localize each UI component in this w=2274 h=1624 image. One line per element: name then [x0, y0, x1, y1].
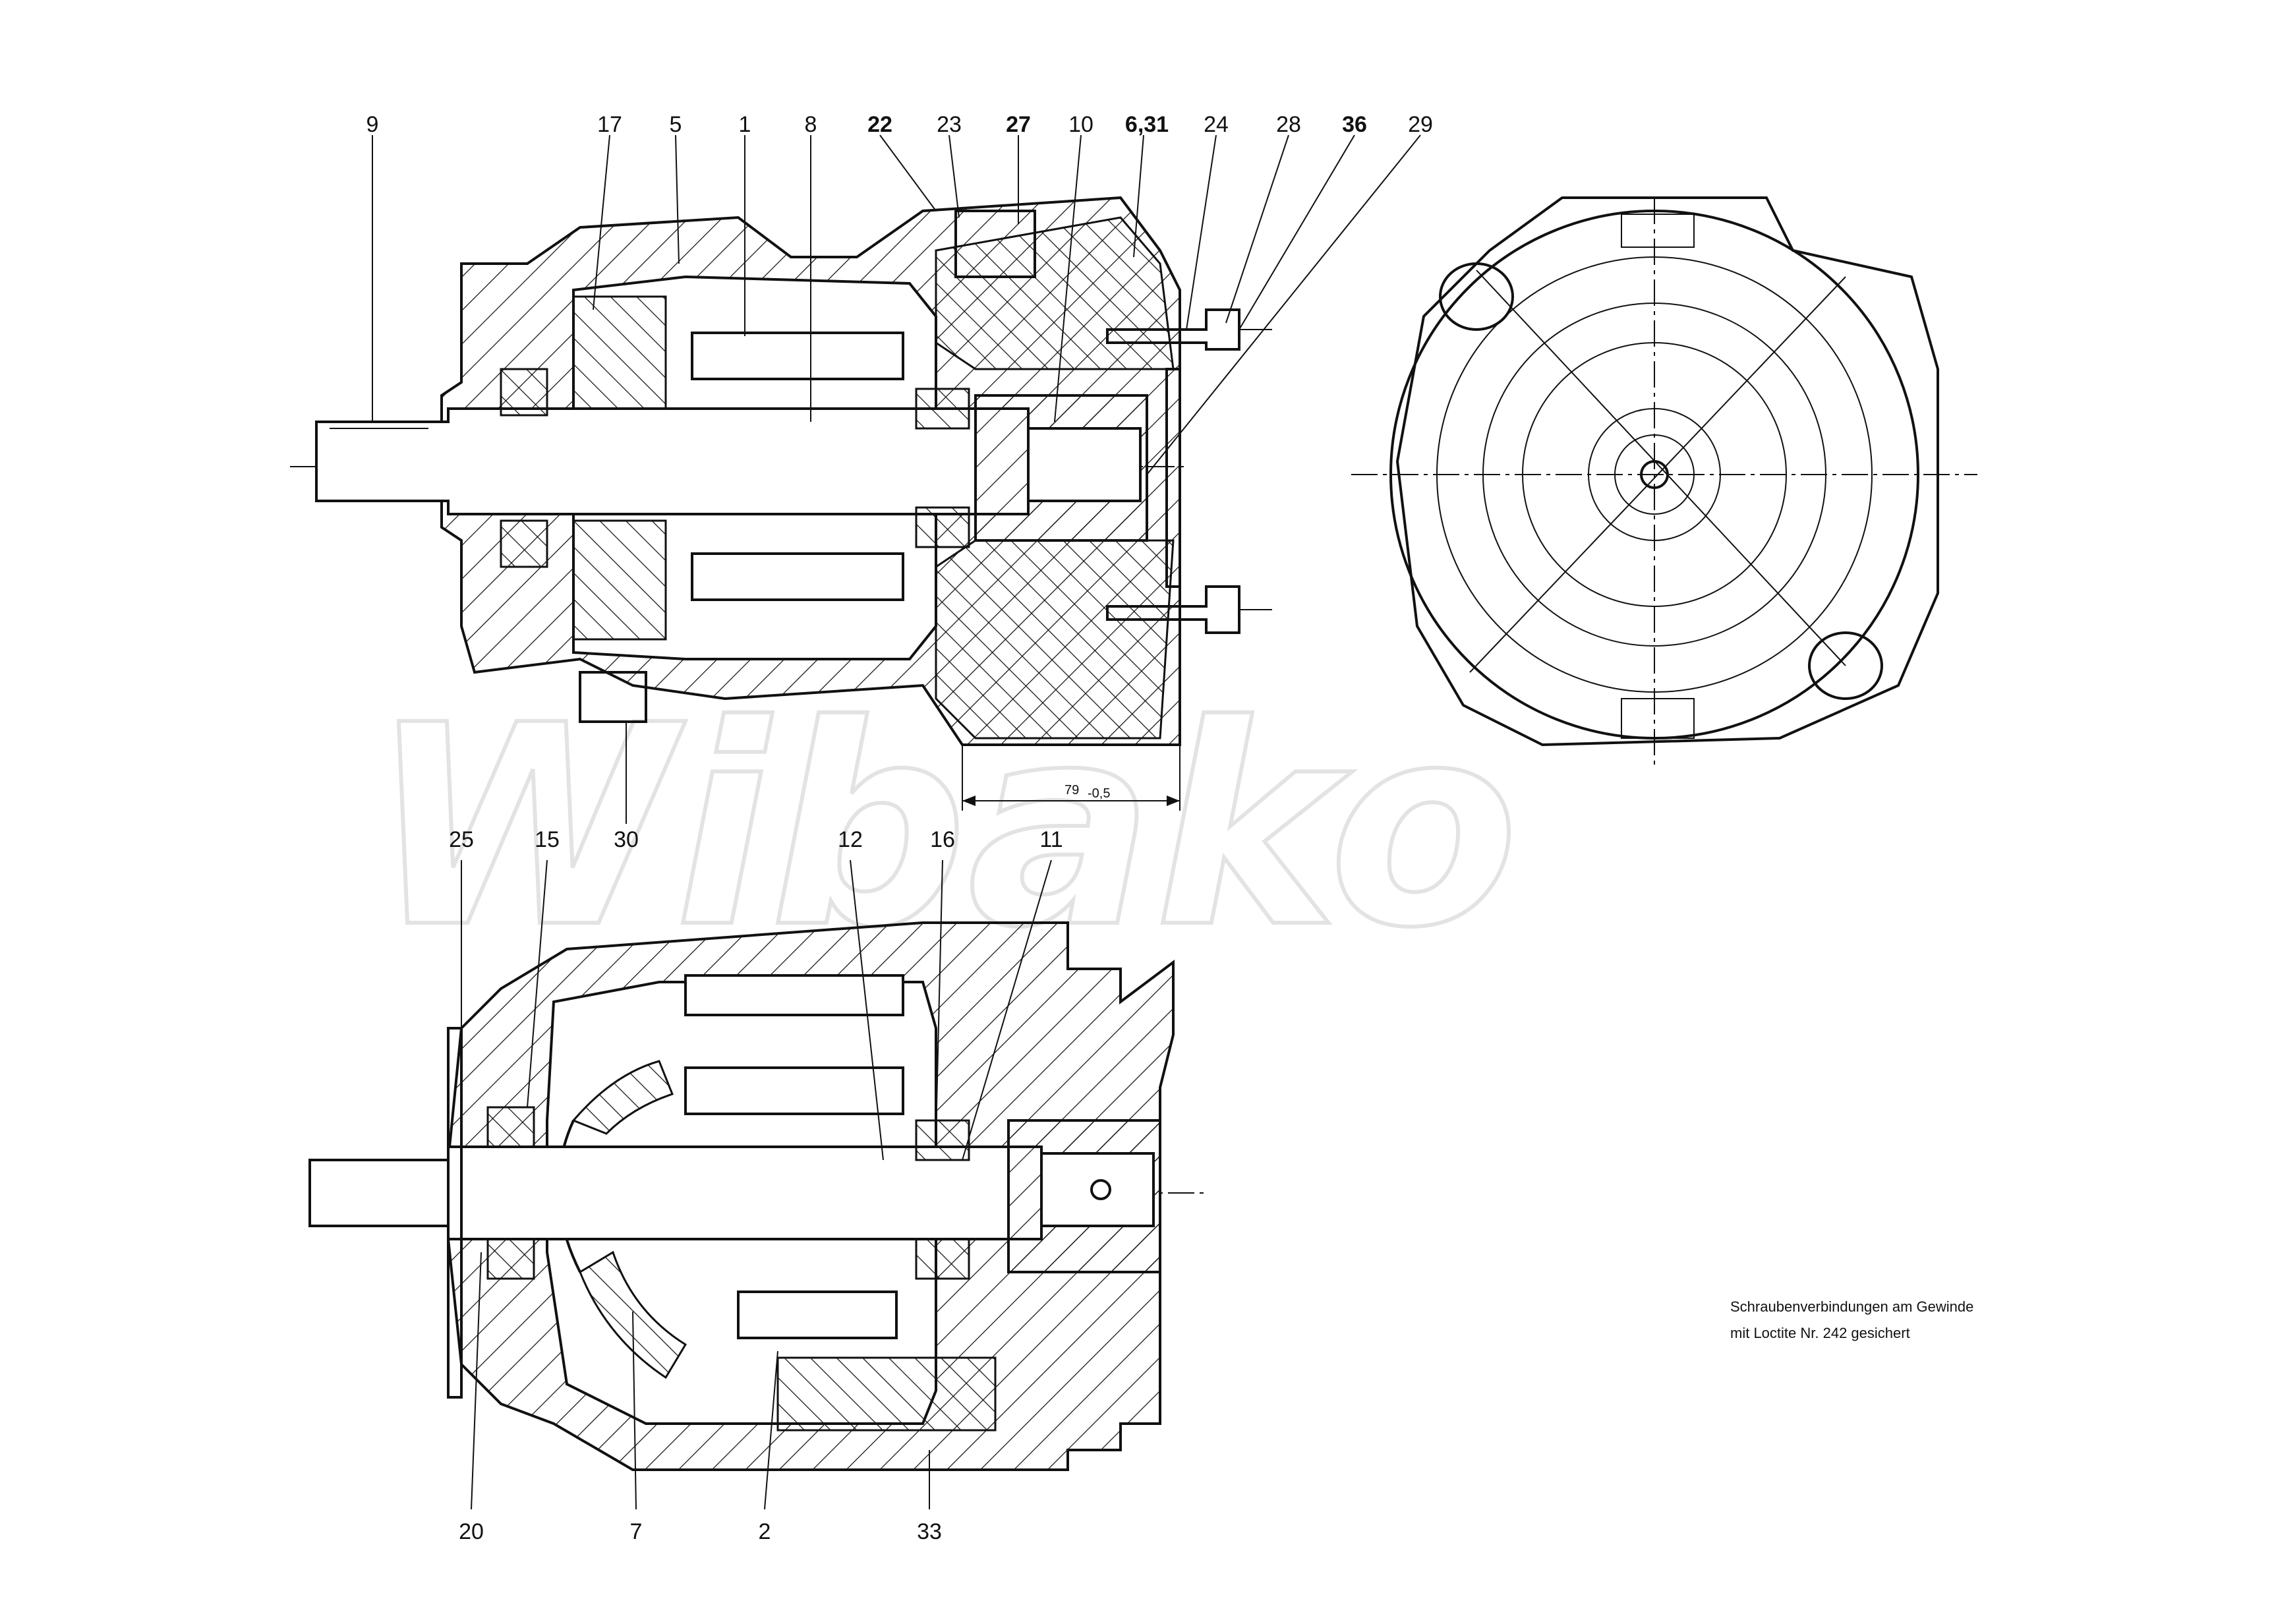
callout-5: 5	[670, 112, 682, 137]
callout-7: 7	[630, 1519, 643, 1544]
callout-23: 23	[937, 112, 962, 137]
note-line-2: mit Loctite Nr. 242 gesichert	[1730, 1325, 1910, 1341]
bottom-section-view	[308, 921, 1206, 1471]
callout-22: 22	[867, 112, 892, 137]
note-line-1: Schraubenverbindungen am Gewinde	[1730, 1298, 1973, 1315]
callout-1: 1	[739, 112, 751, 137]
leader-lines	[372, 134, 1421, 1510]
callout-6-31: 6,31	[1125, 112, 1169, 137]
callout-2: 2	[759, 1519, 771, 1544]
callout-28: 28	[1276, 112, 1301, 137]
dimension-tolerance: -0,5	[1088, 786, 1110, 801]
callout-10: 10	[1068, 112, 1093, 137]
callout-30: 30	[614, 827, 639, 852]
callout-29: 29	[1408, 112, 1433, 137]
callout-8: 8	[805, 112, 817, 137]
callout-labels-bottom: 25 15 12 16 11 20 7 2 33	[449, 827, 1063, 1544]
callout-15: 15	[535, 827, 560, 852]
callout-36: 36	[1342, 112, 1367, 137]
callout-25: 25	[449, 827, 474, 852]
end-view	[1351, 196, 1977, 765]
callout-33: 33	[917, 1519, 942, 1544]
callout-labels-top: 9 17 5 1 8 22 23 27 10 6,31 24 28 36 29 …	[366, 112, 1433, 852]
callout-24: 24	[1204, 112, 1229, 137]
callout-27: 27	[1006, 112, 1031, 137]
callout-11: 11	[1039, 827, 1063, 852]
callout-12: 12	[838, 827, 863, 852]
callout-17: 17	[597, 112, 622, 137]
top-section-view: 79 -0,5	[290, 196, 1272, 811]
assembly-note: Schraubenverbindungen am Gewinde mit Loc…	[1730, 1298, 1973, 1341]
callout-16: 16	[930, 827, 955, 852]
dimension-value: 79	[1064, 783, 1079, 798]
callout-20: 20	[459, 1519, 484, 1544]
callout-9: 9	[366, 112, 379, 137]
